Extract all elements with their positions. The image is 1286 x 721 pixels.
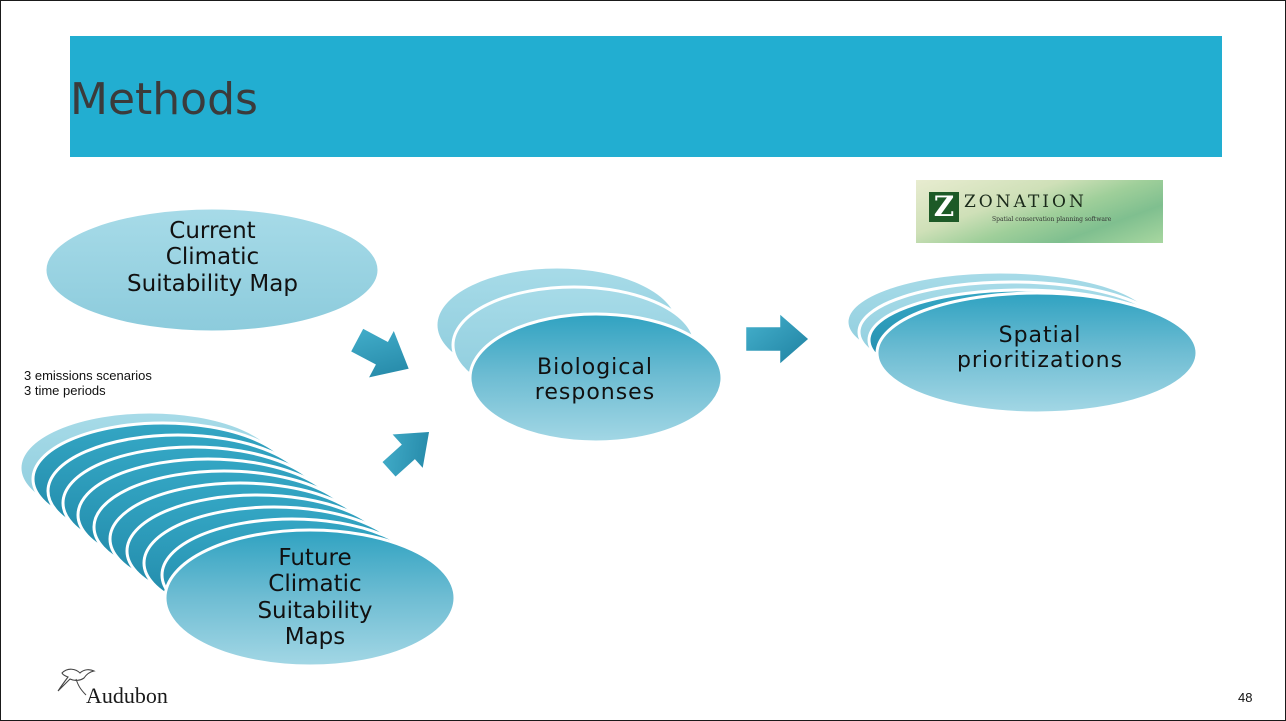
current-map-label-line: Climatic [165, 244, 260, 271]
biological-responses-label-line: Biological [536, 355, 653, 380]
future-map-label-line: Maps [284, 624, 346, 651]
current-map-label-line: Suitability Map [127, 270, 298, 297]
zonation-logo: Z ZONATION Spatial conservation planning… [916, 180, 1163, 243]
spatial-ellipse-front [875, 291, 1199, 415]
spatial-prioritizations-label-line: prioritizations [956, 348, 1124, 374]
scenario-note-line: 3 emissions scenarios [24, 368, 152, 383]
spatial-prioritizations-stack [845, 270, 1199, 415]
biological-responses-label: Biological responses [515, 355, 675, 406]
audubon-logo-text: Audubon [86, 683, 168, 708]
zonation-logo-tagline: Spatial conservation planning software [992, 216, 1112, 223]
spatial-prioritizations-label: Spatial prioritizations [940, 323, 1140, 374]
future-map-label-line: Future [278, 545, 352, 571]
current-map-label: Current Climatic Suitability Map [125, 218, 300, 297]
biological-responses-label-line: responses [534, 380, 656, 406]
audubon-bird-icon [57, 668, 96, 696]
arrow-future-to-bio [378, 429, 433, 481]
slide-title: Methods [70, 74, 258, 125]
biological-responses-stack [434, 265, 724, 444]
future-maps-stack [18, 410, 457, 668]
arrow-bio-to-spatial [743, 309, 812, 369]
bio-ellipse-front [468, 312, 724, 444]
future-map-ellipse-front [163, 528, 457, 668]
future-map-label-line: Climatic [268, 571, 362, 598]
title-banner: Methods [70, 36, 1222, 157]
scenario-note: 3 emissions scenarios 3 time periods [24, 368, 152, 399]
current-map-ellipse [43, 206, 381, 334]
future-map-label-line: Suitability [257, 597, 373, 624]
page-number: 48 [1238, 690, 1253, 705]
zonation-logo-name: ZONATION [964, 192, 1087, 212]
current-map-label-line: Current [169, 218, 256, 244]
scenario-note-line: 3 time periods [24, 382, 106, 398]
zonation-logo-letter: Z [929, 192, 959, 222]
spatial-prioritizations-label-line: Spatial [998, 323, 1082, 348]
arrow-current-to-bio [347, 325, 413, 382]
future-map-label: Future Climatic Suitability Maps [245, 545, 385, 651]
